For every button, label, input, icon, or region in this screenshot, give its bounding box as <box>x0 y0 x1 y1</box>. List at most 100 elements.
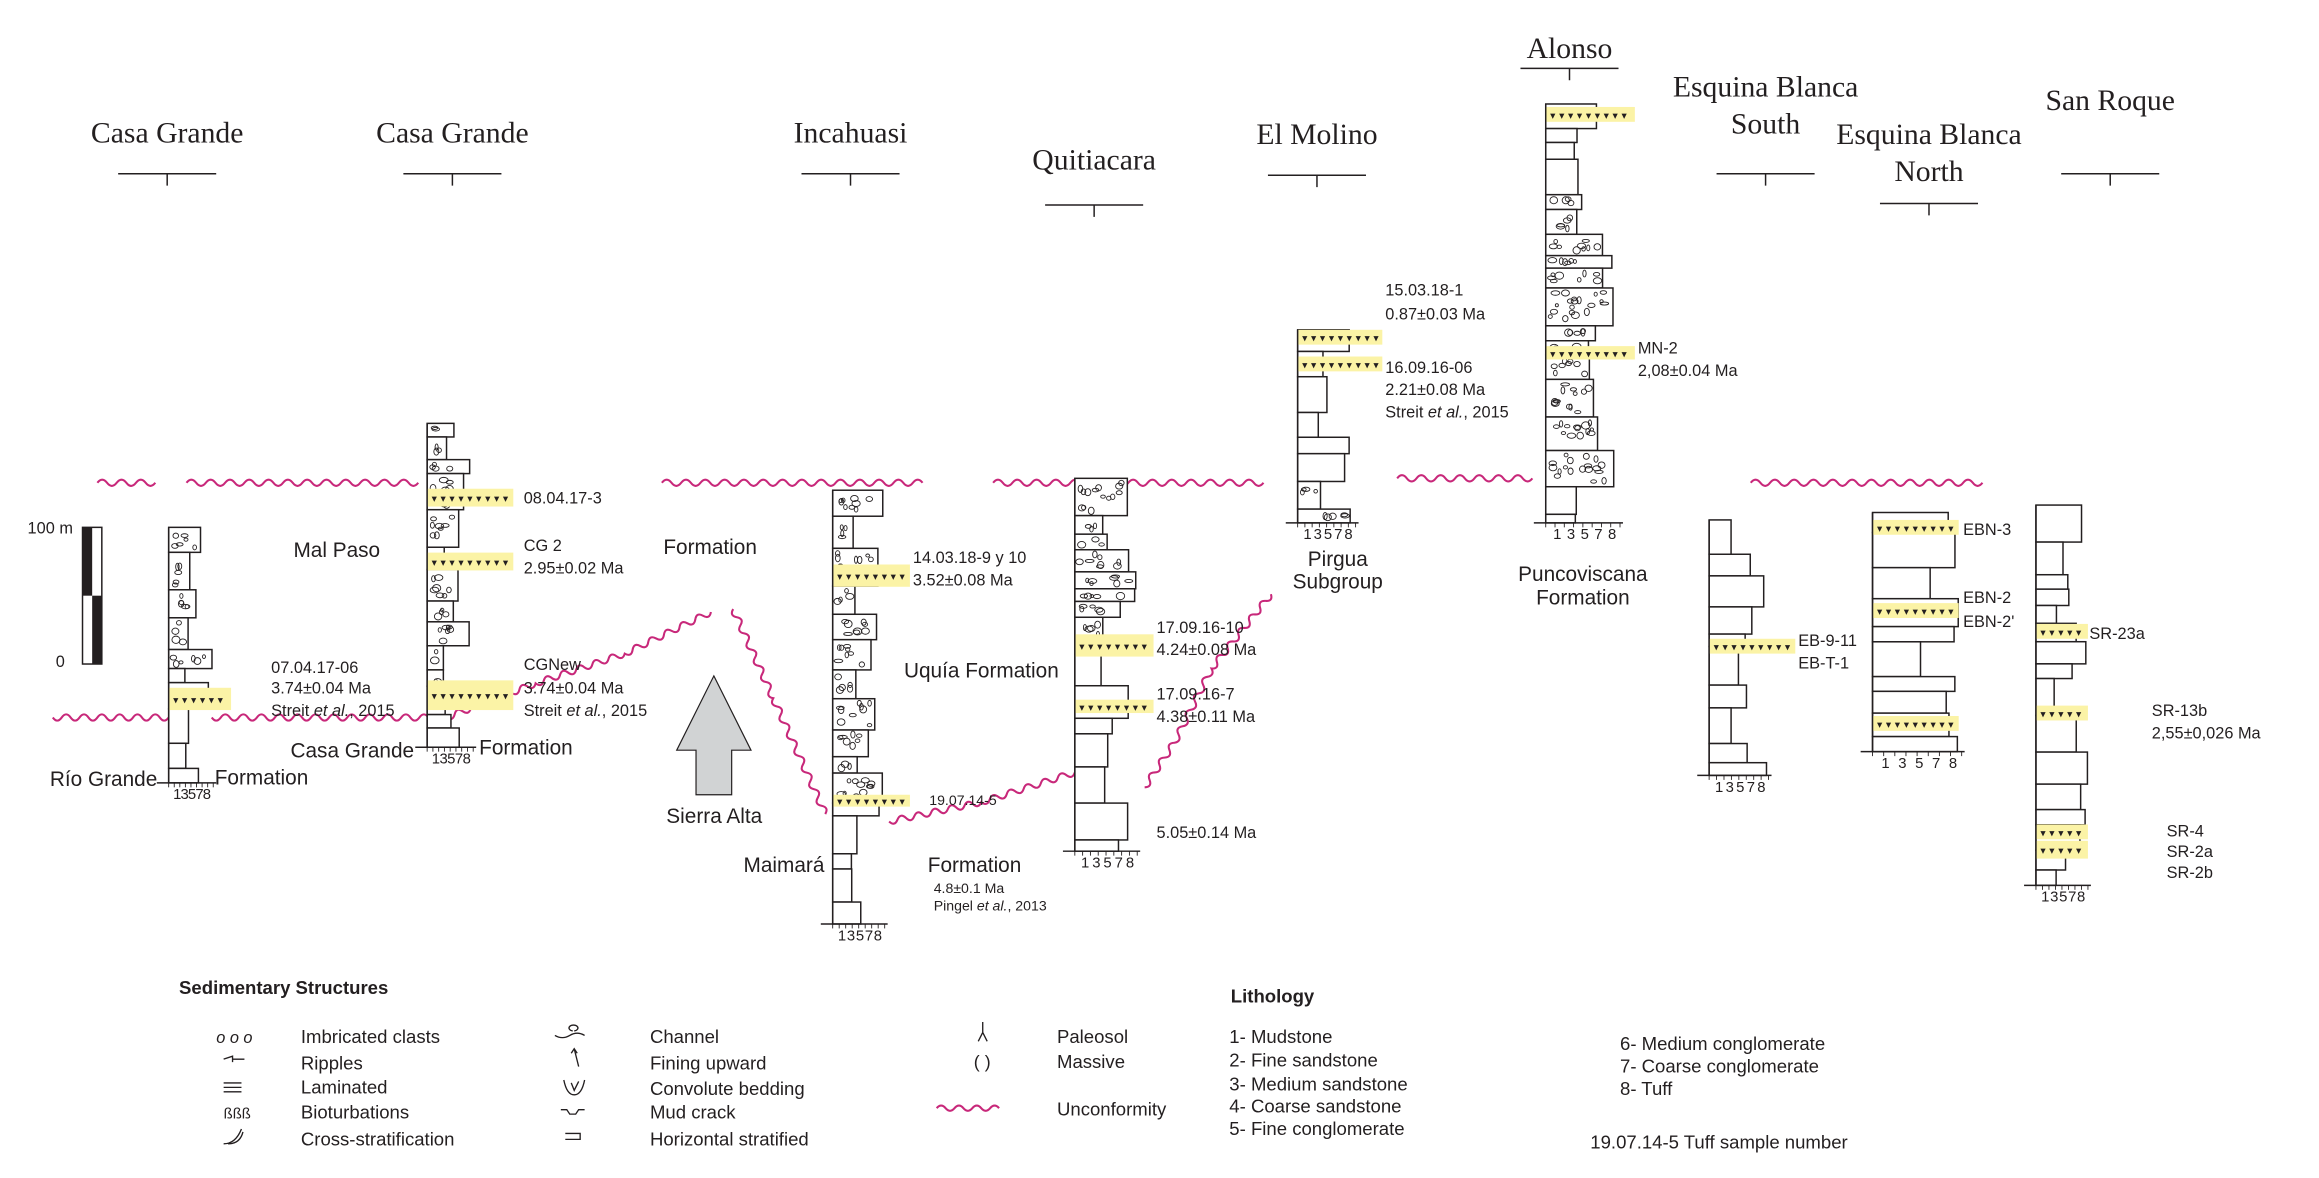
tuff-symbol-icon: ▾ <box>1904 524 1909 535</box>
bed <box>831 585 856 616</box>
clast-icon <box>1561 289 1570 297</box>
tuff-symbol-icon: ▾ <box>1895 524 1900 535</box>
tuff-symbol-icon: ▾ <box>864 572 869 583</box>
tuff-symbol-icon: ▾ <box>1913 524 1918 535</box>
clast-icon <box>172 660 180 668</box>
sample-citation: Pingel et al., 2013 <box>934 898 1047 914</box>
clast-icon <box>1572 391 1578 396</box>
tuff-symbol-icon: ▾ <box>2076 709 2081 720</box>
clast-icon <box>429 656 440 665</box>
tuff-symbol-icon: ▾ <box>182 695 187 706</box>
clast-icon <box>1592 465 1602 472</box>
section-header-bar <box>1879 202 1979 216</box>
tuff-symbol-icon: ▾ <box>1356 334 1361 345</box>
tuff-symbol-icon: ▾ <box>2058 709 2063 720</box>
paleosol-icon <box>977 1022 988 1042</box>
clast-icon <box>1558 362 1566 369</box>
bed <box>1074 802 1129 841</box>
section-header-bar <box>1267 174 1366 188</box>
tuff-symbol-icon: ▾ <box>1948 720 1953 731</box>
tuff-symbol-icon: ▾ <box>1329 360 1334 371</box>
bed <box>2035 541 2064 576</box>
tuff-symbol-icon: ▾ <box>503 494 508 505</box>
bed <box>2035 808 2086 826</box>
bed <box>1074 839 1120 852</box>
tuff-symbol-icon: ▾ <box>2049 709 2054 720</box>
clast-icon <box>438 637 448 645</box>
clast-icon <box>857 555 863 564</box>
bed <box>1074 733 1109 768</box>
tuff-symbol-icon: ▾ <box>1948 524 1953 535</box>
clast-icon <box>846 684 854 693</box>
tuff-symbol-icon: ▾ <box>1886 607 1891 618</box>
clast-icon <box>1576 277 1582 283</box>
lithology-item: 3- Medium sandstone <box>1229 1073 1407 1094</box>
tuff-symbol-icon: ▾ <box>1088 642 1093 653</box>
tuff-symbol-icon: ▾ <box>2067 628 2072 639</box>
bed <box>167 667 186 684</box>
clast-icon <box>867 699 872 707</box>
bed <box>1296 436 1350 455</box>
tuff-symbol-icon: ▾ <box>873 572 878 583</box>
clast-icon <box>1547 257 1558 264</box>
legend-item: Horizontal stratified <box>650 1128 809 1149</box>
clast-icon <box>848 713 857 718</box>
tuff-symbol-icon: ▾ <box>191 695 196 706</box>
legend-title: Sedimentary Structures <box>179 977 388 998</box>
tuff-symbol-icon: ▾ <box>1740 643 1745 654</box>
sample-id: 08.04.17-3 <box>524 490 602 508</box>
clast-icon <box>845 592 855 600</box>
tuff-symbol-icon: ▾ <box>2049 628 2054 639</box>
legend-lithology: Lithology 1- Mudstone 2- Fine sandstone … <box>1229 986 1847 1153</box>
clast-icon <box>860 777 870 784</box>
clast-icon <box>1553 369 1558 377</box>
clast-icon <box>866 783 875 789</box>
bed <box>2035 663 2073 680</box>
tuff-symbol-icon: ▾ <box>1106 703 1111 714</box>
tuff-symbol-icon: ▾ <box>1079 703 1084 714</box>
sample-id: SR-23a <box>2089 625 2145 643</box>
column-esquina-blanca-north: ▾▾▾▾▾▾▾▾▾▾▾▾▾▾▾▾▾▾▾▾▾▾▾▾▾▾▾1 3 5 7 8 <box>1860 511 1965 772</box>
clast-icon <box>446 586 452 594</box>
sample-age: 3.74±0.04 Ma <box>524 680 625 698</box>
lithology-item: 6- Medium conglomerate <box>1620 1033 1825 1054</box>
clast-icon <box>1597 461 1606 469</box>
section-header-bar <box>801 173 900 186</box>
clast-icon <box>172 579 180 585</box>
tuff-symbol-icon: ▾ <box>1311 334 1316 345</box>
clast-icon <box>1092 594 1102 600</box>
clast-icon <box>853 506 859 513</box>
tuff-symbol-icon: ▾ <box>1097 642 1102 653</box>
formation-casa-grande-suffix: Formation <box>479 737 573 760</box>
clast-icon <box>1568 309 1576 316</box>
column-pirgua: ▾▾▾▾▾▾▾▾▾▾▾▾▾▾▾▾▾▾1 3 5 7 8 <box>1285 329 1383 543</box>
tuff-symbol-icon: ▾ <box>441 692 446 703</box>
tuff-symbol-icon: ▾ <box>200 695 205 706</box>
tuff-symbol-icon: ▾ <box>1373 360 1378 371</box>
bed <box>167 551 191 591</box>
tuff-symbol-icon: ▾ <box>1568 349 1573 360</box>
sample-id: SR-13b <box>2152 702 2207 720</box>
clast-icon <box>851 778 859 784</box>
scale-bar: 100 m 0 <box>28 519 103 671</box>
sample-id: SR-2b <box>2167 864 2213 882</box>
convolute-bedding-icon <box>563 1079 586 1096</box>
clast-icon <box>1590 479 1597 484</box>
tuff-symbol-icon: ▾ <box>1758 643 1763 654</box>
clast-icon <box>858 661 865 668</box>
ripples-icon <box>223 1055 245 1063</box>
bed <box>167 708 190 745</box>
clast-icon <box>1087 624 1096 632</box>
clast-icon <box>1328 512 1337 520</box>
clast-icon <box>1095 607 1106 616</box>
clast-icon <box>1566 456 1574 465</box>
clast-icon <box>1593 243 1602 251</box>
tuff-symbol-icon: ▾ <box>1877 607 1882 618</box>
tuff-symbol-icon: ▾ <box>1364 334 1369 345</box>
bed <box>1544 513 1577 524</box>
clast-icon <box>836 718 846 726</box>
clast-icon <box>175 562 180 571</box>
clast-icon <box>430 516 437 522</box>
tuff-band <box>427 680 514 711</box>
